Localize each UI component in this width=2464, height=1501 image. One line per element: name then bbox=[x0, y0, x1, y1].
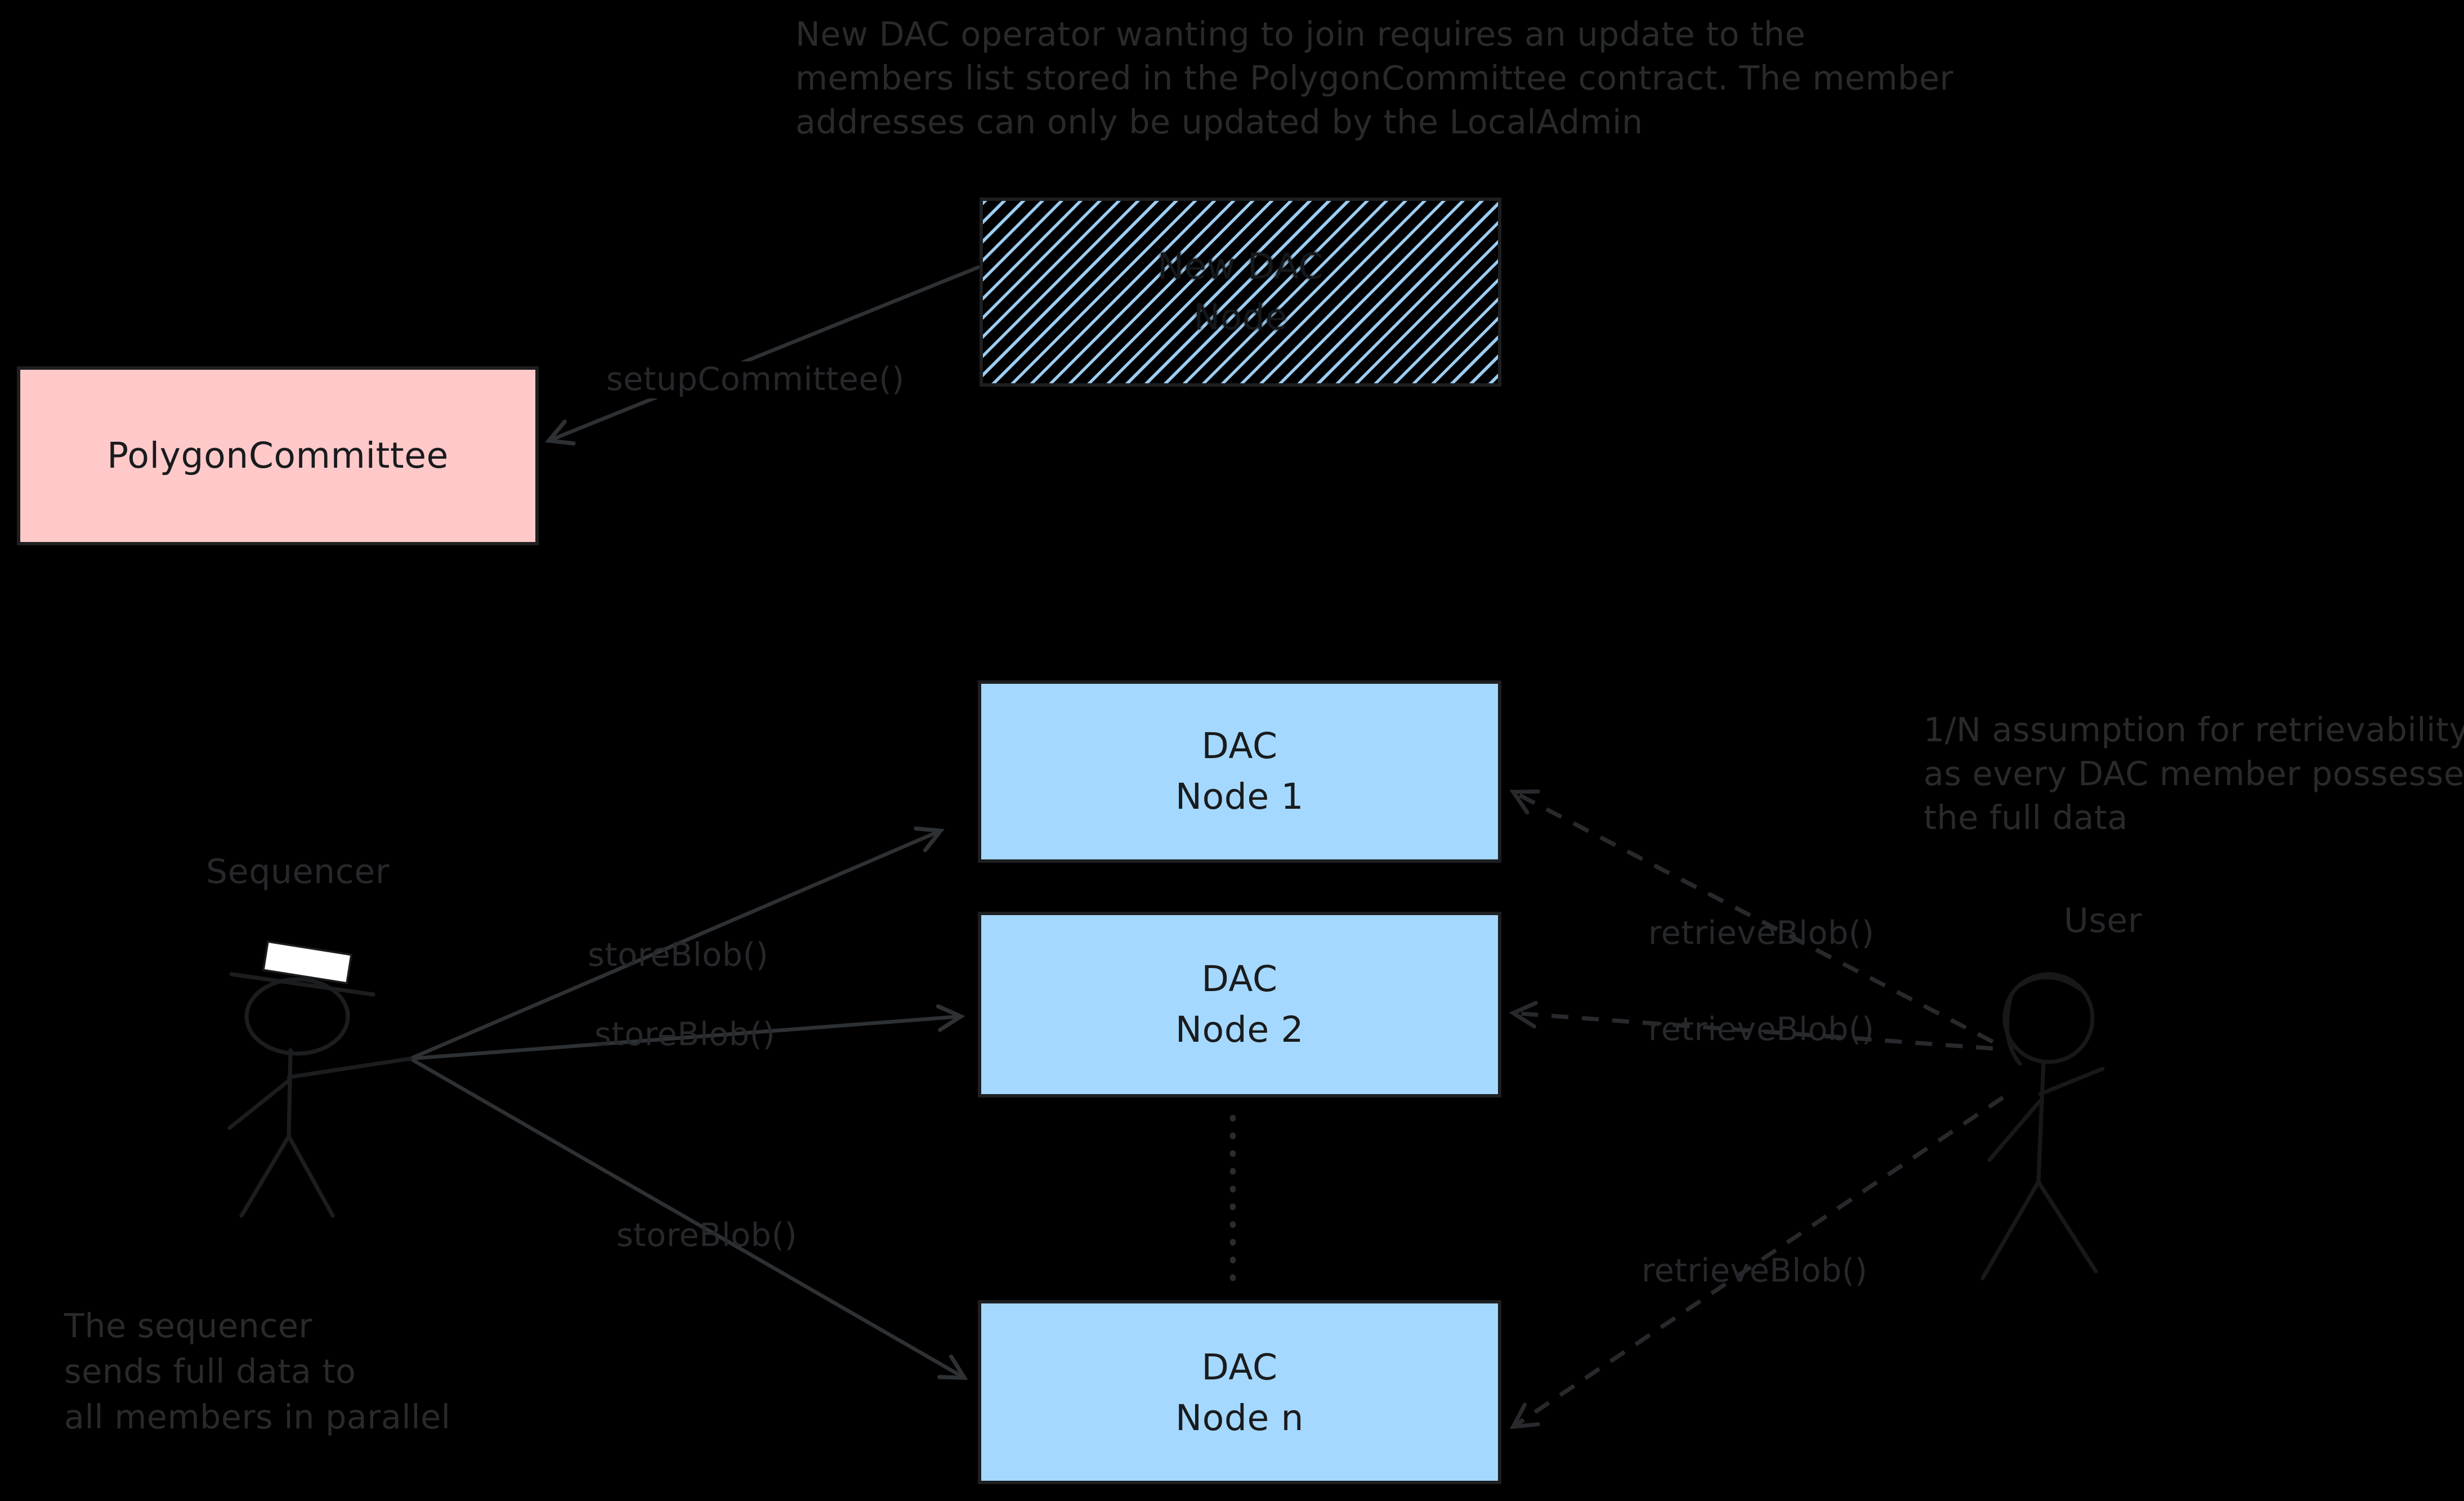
label-store-blob-3: storeBlob() bbox=[616, 1217, 798, 1254]
note-retrievability: 1/N assumption for retrievability, as ev… bbox=[1924, 709, 2464, 841]
note-line: all members in parallel bbox=[64, 1398, 451, 1437]
note-line: as every DAC member possesses bbox=[1924, 755, 2464, 794]
sequencer-hat-icon bbox=[262, 940, 353, 984]
note-line: members list stored in the PolygonCommit… bbox=[795, 59, 1954, 98]
box-polygon-committee: PolygonCommittee bbox=[17, 366, 539, 545]
note-sequencer-parallel: The sequencer sends full data to all mem… bbox=[64, 1303, 451, 1440]
note-line: 1/N assumption for retrievability, bbox=[1924, 711, 2464, 750]
label-store-blob-2: storeBlob() bbox=[594, 1016, 776, 1054]
label-user: User bbox=[2064, 900, 2143, 940]
box-label-line: Node 1 bbox=[1175, 777, 1304, 817]
note-new-dac-operator: New DAC operator wanting to join require… bbox=[795, 14, 1953, 145]
arrow-store-blob-1 bbox=[409, 826, 945, 1061]
note-line: sends full data to bbox=[64, 1352, 356, 1391]
label-sequencer: Sequencer bbox=[206, 851, 390, 891]
box-label-line: Node 2 bbox=[1175, 1010, 1304, 1050]
box-label-line: New DAC bbox=[1157, 247, 1324, 287]
box-dac-node-1: DAC Node 1 bbox=[978, 680, 1501, 863]
note-line: The sequencer bbox=[64, 1307, 313, 1346]
label-store-blob-1: storeBlob() bbox=[588, 937, 769, 974]
label-setup-committee: setupCommittee() bbox=[601, 361, 910, 398]
box-new-dac-node: New DAC Node bbox=[980, 198, 1501, 387]
label-retrieve-blob-3: retrieveBlob() bbox=[1642, 1253, 1868, 1290]
label-retrieve-blob-2: retrieveBlob() bbox=[1648, 1011, 1875, 1049]
arrow-store-blob-2 bbox=[410, 1004, 965, 1061]
box-label-line: DAC bbox=[1201, 726, 1278, 767]
sequencer-figure-icon bbox=[227, 940, 413, 1218]
note-line: New DAC operator wanting to join require… bbox=[795, 15, 1806, 54]
user-figure-icon bbox=[1980, 972, 2105, 1280]
label-retrieve-blob-1: retrieveBlob() bbox=[1648, 915, 1875, 952]
box-dac-node-n: DAC Node n bbox=[978, 1300, 1501, 1484]
arrow-store-blob-3 bbox=[409, 1057, 968, 1380]
box-label-line: Node bbox=[1193, 297, 1287, 338]
box-label-line: DAC bbox=[1201, 959, 1278, 1000]
note-line: addresses can only be updated by the Loc… bbox=[795, 103, 1643, 142]
box-label-line: DAC bbox=[1201, 1346, 1278, 1387]
arrow-retrieve-blob-3 bbox=[1509, 1095, 2005, 1430]
box-label-line: Node n bbox=[1175, 1397, 1304, 1438]
arrow-setup-committee bbox=[544, 265, 981, 446]
box-label: PolygonCommittee bbox=[107, 436, 449, 476]
note-line: the full data bbox=[1924, 799, 2128, 837]
box-dac-node-2: DAC Node 2 bbox=[978, 912, 1501, 1097]
arrow-retrieve-blob-2 bbox=[1509, 1001, 1993, 1051]
